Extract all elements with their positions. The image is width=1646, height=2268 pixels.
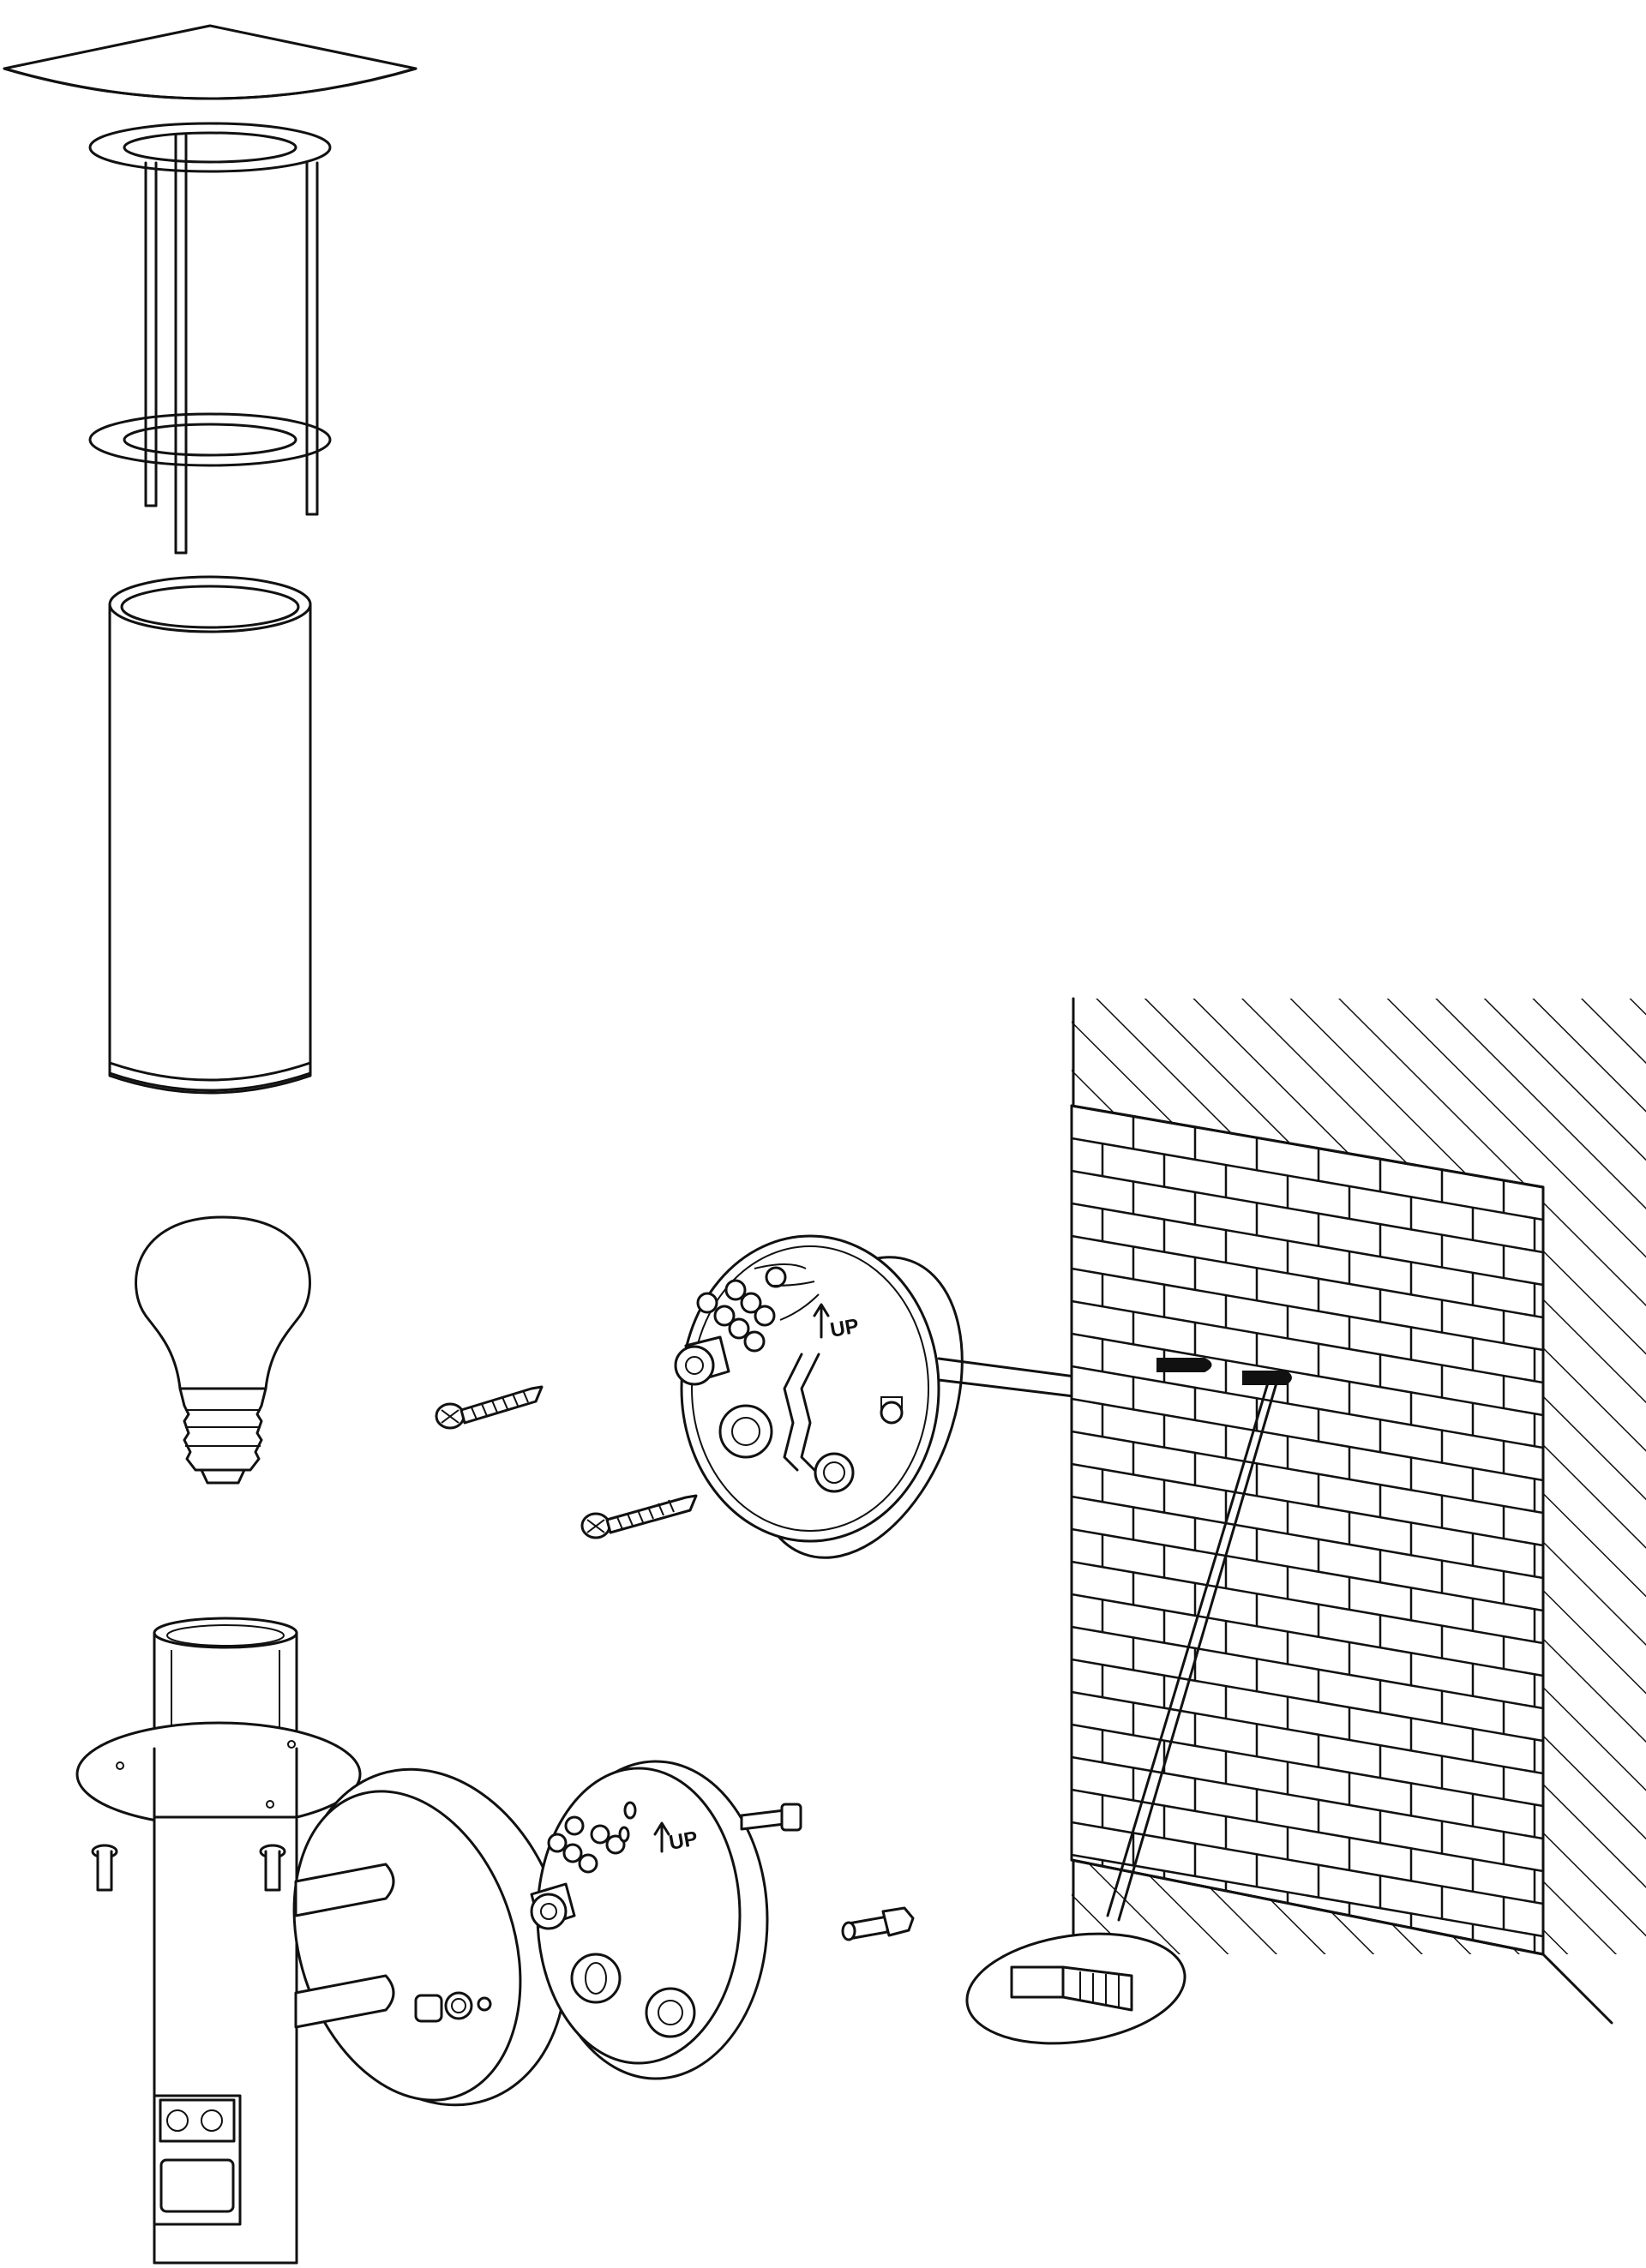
- brick-course-line: [1072, 1560, 1543, 1645]
- up-arrow-icon: [653, 1821, 670, 1853]
- brick-course-line: [1072, 1690, 1543, 1775]
- brick-course-line: [1072, 1137, 1543, 1221]
- wall-bracket-upper: UP: [674, 1234, 1180, 1559]
- screw-upper: [435, 1385, 544, 1430]
- brick-course-line: [1072, 1267, 1543, 1352]
- terminal-block-lower: [530, 1801, 637, 1930]
- brick-course-line: [1072, 1365, 1543, 1449]
- bolt-lower: [841, 1906, 915, 1941]
- brick-course-line: [1072, 1788, 1543, 1873]
- brick-wall: [965, 997, 1646, 2045]
- screw-lower: [580, 1494, 698, 1539]
- flange-screw-right: [259, 1844, 286, 1892]
- glass-cylinder: [108, 575, 312, 1095]
- flange-screw-left: [91, 1844, 118, 1892]
- brick-course-line: [1072, 1853, 1543, 1938]
- brick-course-line: [1072, 1430, 1543, 1515]
- up-arrow-icon: [813, 1303, 830, 1339]
- brick-pattern: [1072, 1106, 1543, 1954]
- light-bulb: [135, 1215, 311, 1485]
- motion-sensor: [153, 2094, 242, 2226]
- wall-plug-detail: [965, 1932, 1186, 2045]
- brick-course-line: [1072, 1495, 1543, 1580]
- bolt-upper: [740, 1803, 802, 1832]
- wall-plug-left: [1156, 1358, 1212, 1372]
- lamp-body: [75, 1617, 362, 2265]
- up-label-upper: UP: [813, 1303, 861, 1342]
- brick-course-line: [1072, 1658, 1543, 1743]
- brick-course-line: [1072, 1821, 1543, 1905]
- wall-plug-right: [1242, 1371, 1292, 1385]
- up-text: UP: [667, 1827, 700, 1855]
- up-text: UP: [828, 1315, 861, 1342]
- brick-course-line: [1072, 1593, 1543, 1677]
- brick-course-line: [1072, 1202, 1543, 1287]
- brick-course-line: [1072, 1169, 1543, 1254]
- up-label-lower: UP: [653, 1821, 700, 1855]
- brick-course-line: [1072, 1234, 1543, 1319]
- brick-course-line: [1072, 1397, 1543, 1482]
- marker-pencil: [1106, 1378, 1279, 1922]
- wall-plate-lower: [292, 1767, 568, 2107]
- brick-course-line: [1072, 1299, 1543, 1384]
- brick-course-line: [1072, 1462, 1543, 1547]
- brick-course-line: [1072, 1527, 1543, 1612]
- lamp-shade: [3, 24, 418, 555]
- brick-course-line: [1072, 1625, 1543, 1710]
- brick-course-line: [1072, 1723, 1543, 1808]
- terminal-block: [674, 1263, 820, 1386]
- brick-course-line: [1072, 1332, 1543, 1417]
- wall-bracket-lower: UP: [530, 1760, 915, 2080]
